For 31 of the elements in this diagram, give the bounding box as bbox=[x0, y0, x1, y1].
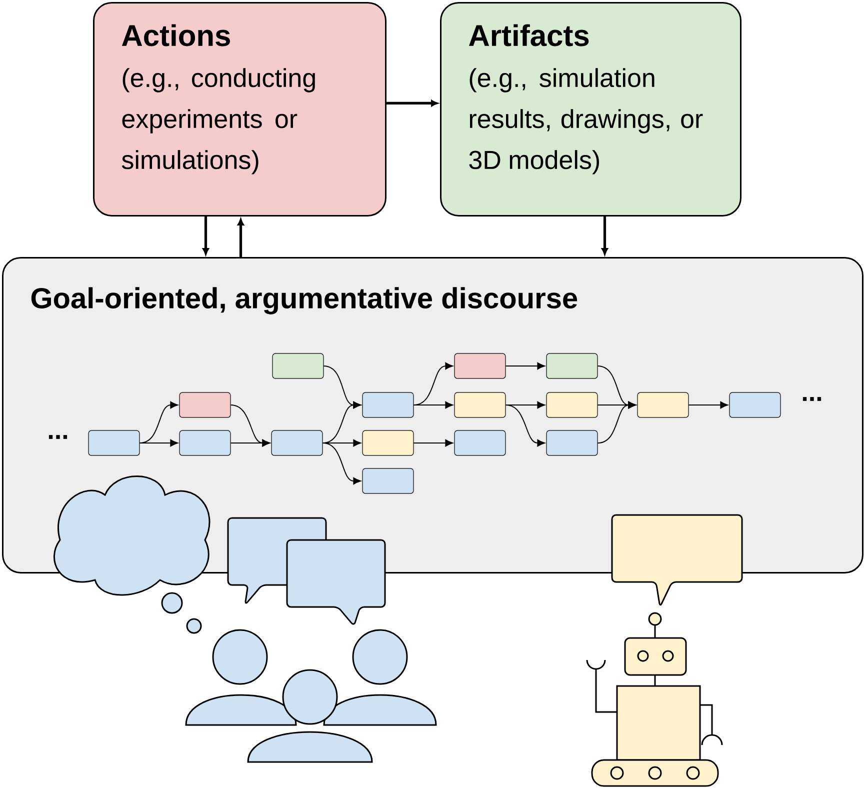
flow-box bbox=[454, 392, 506, 418]
arrow bbox=[230, 439, 270, 447]
flow-box bbox=[546, 430, 598, 456]
flow-box bbox=[637, 392, 689, 418]
arrow bbox=[597, 401, 636, 444]
flow-box bbox=[546, 392, 598, 418]
arrow bbox=[386, 100, 438, 106]
flow-box bbox=[729, 392, 781, 418]
flow-box bbox=[454, 430, 506, 456]
flow-box bbox=[362, 430, 414, 456]
arrow bbox=[322, 442, 361, 485]
flow-box bbox=[88, 430, 140, 456]
arrow bbox=[688, 401, 728, 409]
flow-box bbox=[272, 353, 324, 379]
flow-box bbox=[362, 468, 414, 494]
flow-box bbox=[362, 392, 414, 418]
arrow bbox=[602, 216, 608, 255]
flow-box bbox=[454, 353, 506, 379]
flow-box bbox=[179, 392, 231, 418]
arrow bbox=[505, 404, 545, 447]
arrow bbox=[505, 362, 545, 370]
arrow bbox=[202, 216, 209, 255]
text-box: Artifacts (e.g., simulation results, drawings, or 3D models) bbox=[440, 2, 742, 216]
flow-box bbox=[546, 353, 598, 379]
arrow bbox=[139, 439, 178, 447]
arrow bbox=[413, 401, 453, 409]
text-box: Actions (e.g., conducting experiments or simulations) bbox=[93, 2, 386, 216]
arrow bbox=[413, 439, 453, 447]
flow-box bbox=[179, 430, 231, 456]
flow-box bbox=[271, 430, 323, 456]
arrow bbox=[238, 218, 244, 257]
